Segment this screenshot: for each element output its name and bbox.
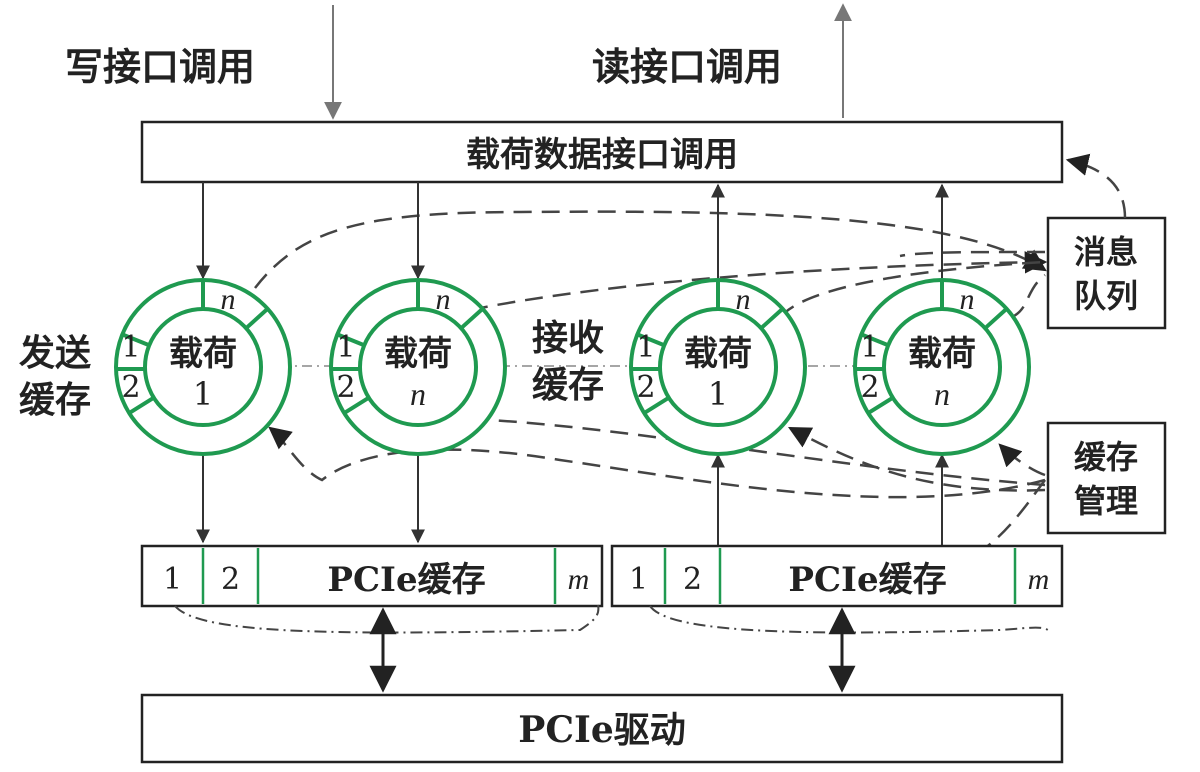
ring-segment-divider bbox=[983, 307, 1008, 330]
pcie-buffer: 1 2 PCIe缓存 m bbox=[140, 544, 604, 608]
pcie-buffer-label: PCIe缓存 bbox=[788, 560, 946, 600]
ring-segment-divider bbox=[244, 307, 269, 330]
recv-buffer-label-line1: 接收 bbox=[532, 318, 604, 359]
message-queue-label-line1: 消息 bbox=[1074, 233, 1138, 271]
recv-buffer-label-line2: 缓存 bbox=[532, 365, 604, 406]
pcie-dashdot-links bbox=[174, 604, 1051, 634]
ring-payload-label: 载荷 bbox=[908, 334, 976, 374]
message-queue-box bbox=[1046, 216, 1167, 330]
ring-seg-2: 2 bbox=[636, 370, 655, 405]
buffer-mgmt-label-line1: 缓存 bbox=[1074, 438, 1138, 476]
ring-segment-divider bbox=[128, 396, 155, 415]
pcie-cell-2: 2 bbox=[221, 562, 240, 597]
dashed-control-links bbox=[254, 153, 1127, 550]
pcie-buffer-box bbox=[610, 544, 1064, 608]
dashed-link-ring1-to-queue bbox=[254, 210, 1047, 289]
dashed-link-queue-to-api bbox=[1065, 153, 1127, 219]
ring-seg-n: n bbox=[736, 283, 751, 316]
ring-payload-index: n bbox=[410, 376, 426, 412]
buffer-mgmt-label-line2: 管理 bbox=[1074, 482, 1138, 520]
ring-seg-n: n bbox=[960, 283, 975, 316]
pcie-cell-last: m bbox=[568, 563, 590, 596]
payload-api-label: 载荷数据接口调用 bbox=[466, 135, 738, 175]
pcie-buffer-box bbox=[140, 544, 604, 608]
dashed-link-mgmt-to-ring1 bbox=[268, 426, 1046, 499]
ring-segment-divider bbox=[459, 307, 484, 330]
dashed-link-ring3-to-queue bbox=[778, 260, 1046, 319]
payload-api-box bbox=[140, 120, 1064, 184]
ring-payload-index: n bbox=[934, 376, 950, 412]
ring-segment-divider bbox=[860, 332, 889, 348]
send-buffer-label-line1: 发送 bbox=[19, 333, 91, 374]
message-queue-label-line2: 队列 bbox=[1074, 277, 1138, 315]
dashed-link-queue-wiggle bbox=[1009, 274, 1046, 320]
ring-segment-divider bbox=[121, 332, 150, 348]
pcie-cell-2: 2 bbox=[683, 562, 702, 597]
pcie-driver-label: PCIe驱动 bbox=[518, 709, 685, 751]
ring-segment-divider bbox=[867, 396, 894, 415]
dashed-link-ring2-to-queue bbox=[469, 251, 1048, 312]
ring-segment-divider bbox=[636, 332, 665, 348]
ring-seg-n: n bbox=[436, 283, 451, 316]
ring-payload-index: 1 bbox=[193, 375, 213, 413]
ring-payload-label: 载荷 bbox=[384, 334, 452, 374]
ring-segment-divider bbox=[336, 332, 365, 348]
pcie-cell-1: 1 bbox=[163, 562, 182, 597]
ring-segment-divider bbox=[759, 307, 784, 330]
send-buffer-label-line2: 缓存 bbox=[19, 380, 91, 421]
write-call-label: 写接口调用 bbox=[65, 45, 255, 89]
dashed-link-mgmt-to-ring2 bbox=[489, 418, 1046, 487]
pcie-cell-last: m bbox=[1028, 563, 1050, 596]
ring-seg-1: 1 bbox=[860, 330, 879, 365]
ring-seg-1: 1 bbox=[336, 330, 355, 365]
ring-seg-n: n bbox=[221, 283, 236, 316]
ring-segment-divider bbox=[343, 396, 370, 415]
ring-seg-2: 2 bbox=[336, 370, 355, 405]
dashed-link-mgmt-to-pcie2 bbox=[984, 479, 1047, 550]
pcie-buffer-label: PCIe缓存 bbox=[327, 560, 485, 600]
pcie-driver-box bbox=[140, 693, 1064, 764]
ring-seg-2: 2 bbox=[860, 370, 879, 405]
ring-payload-label: 载荷 bbox=[169, 334, 237, 374]
ring-payload-index: 1 bbox=[708, 375, 728, 413]
read-call-label: 读接口调用 bbox=[592, 45, 782, 89]
dashed-link-mgmt-to-ring4 bbox=[998, 443, 1046, 477]
ring-seg-1: 1 bbox=[636, 330, 655, 365]
ring-seg-2: 2 bbox=[121, 370, 140, 405]
ring-segment-divider bbox=[643, 396, 670, 415]
ring-seg-1: 1 bbox=[121, 330, 140, 365]
buffer-mgmt-box bbox=[1046, 421, 1167, 535]
ring-payload-label: 载荷 bbox=[684, 334, 752, 374]
dashed-link-queue-to-ring4 bbox=[899, 250, 1046, 258]
pcie-cell-1: 1 bbox=[629, 562, 648, 597]
data-flow-arrows bbox=[196, 182, 949, 545]
dashed-link-mgmt-to-ring3 bbox=[788, 426, 1046, 492]
